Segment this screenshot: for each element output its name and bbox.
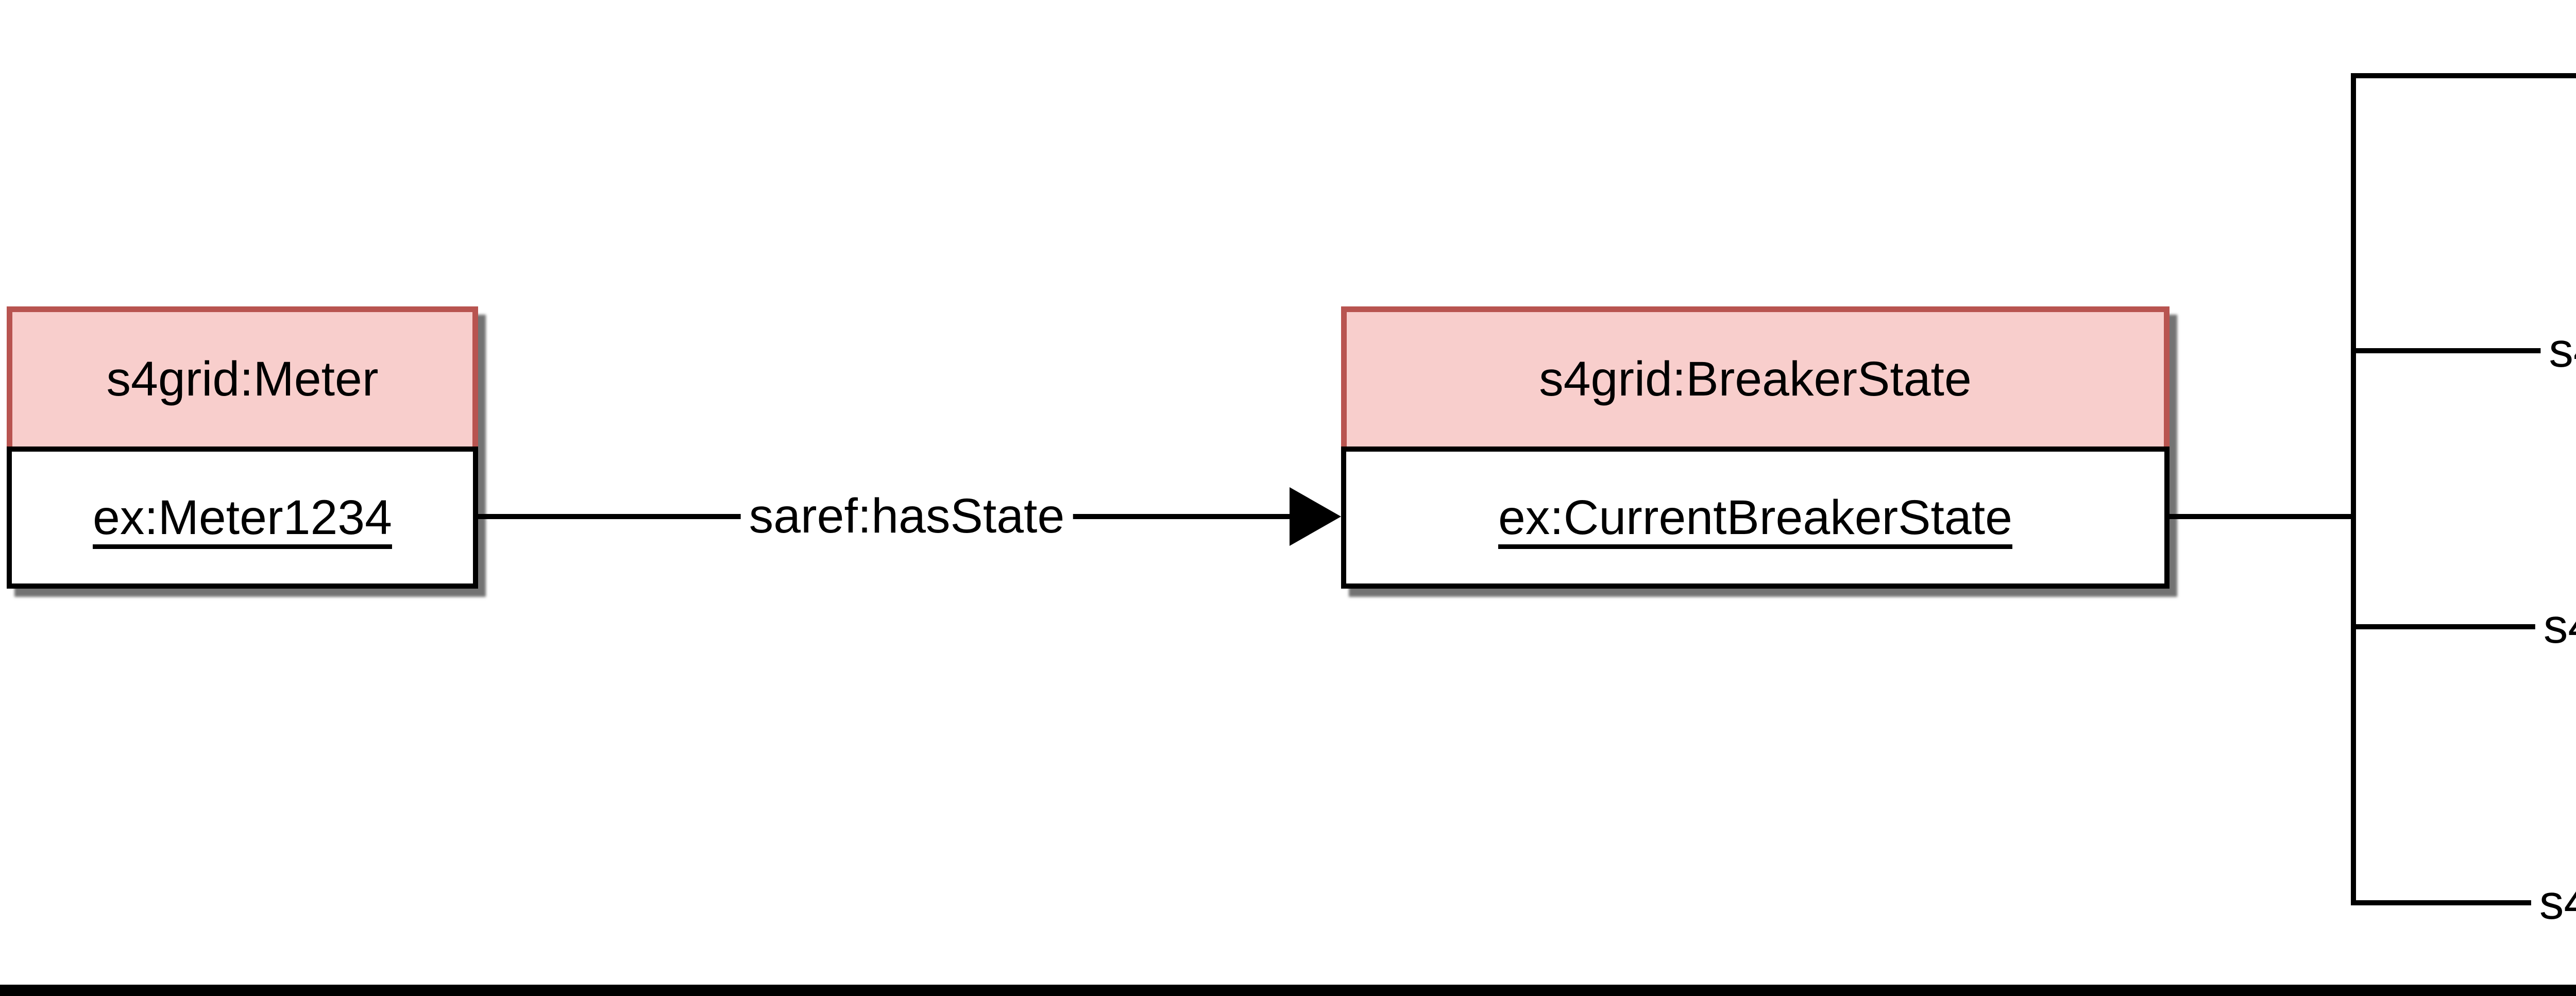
branch-trunk-line [2351,73,2356,905]
edge-label-hascontrolstate: s4grid:hasControlState [2535,600,2576,652]
edge-line-hascontrolmode [2351,900,2576,905]
instance-label: ex:Meter1234 [93,490,392,545]
class-node-meter: s4grid:Meter ex:Meter1234 [7,306,478,589]
class-body: ex:CurrentBreakerState [1341,447,2170,589]
edge-line-hasoutputstate [2351,348,2576,353]
class-title: s4grid:BreakerState [1539,352,1972,406]
edge-label-hascontrolmode: s4grid:hasControlMode [2531,877,2576,929]
edge-label-hasoutputstate: s4grid:hasOutputState [2540,324,2576,376]
edge-line-hascontrolstate [2351,624,2576,629]
bottom-frame-edge [0,985,2576,996]
class-title: s4grid:Meter [106,352,379,406]
class-body: ex:Meter1234 [7,447,478,589]
class-node-breakerstate: s4grid:BreakerState ex:CurrentBreakerSta… [1341,306,2170,589]
edge-line-hasobis [2351,73,2576,78]
arrowhead-icon [1290,487,1341,546]
edge-label-hasstate: saref:hasState [740,490,1073,542]
instance-label: ex:CurrentBreakerState [1498,490,2012,545]
class-header: s4grid:BreakerState [1341,306,2170,447]
connector-line [2170,514,2356,519]
class-header: s4grid:Meter [7,306,478,447]
